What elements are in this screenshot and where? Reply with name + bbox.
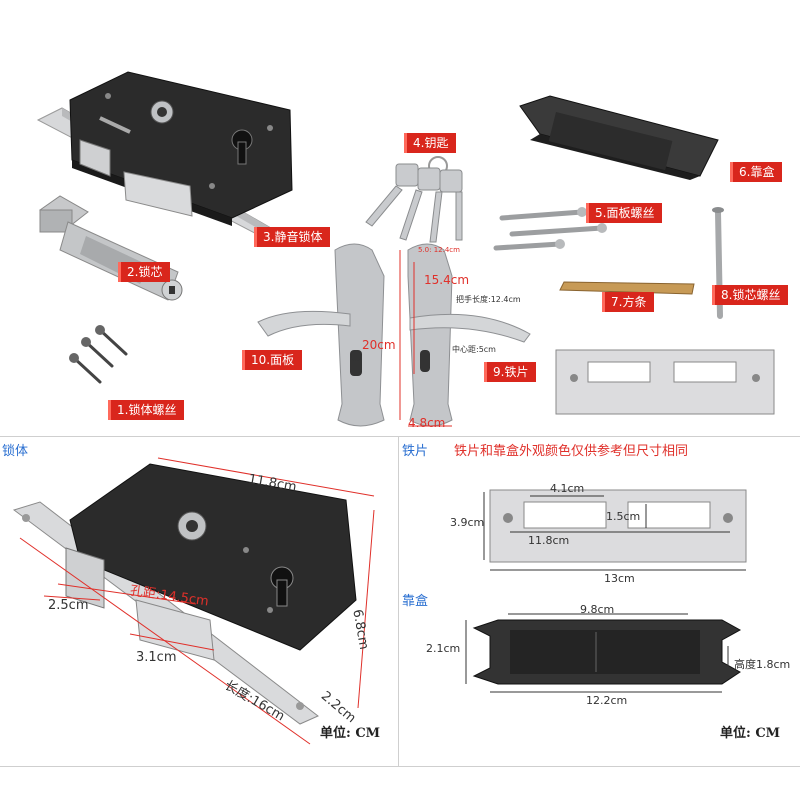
note-text: 铁片和靠盒外观颜色仅供参考但尺寸相同 <box>454 444 689 459</box>
box-h21: 2.1cm <box>426 642 461 655</box>
tag-box: 6.靠盒 <box>730 162 783 182</box>
box-w122: 12.2cm <box>586 694 628 707</box>
horizontal-divider <box>0 436 800 437</box>
box-w98: 9.8cm <box>580 603 615 616</box>
unit-left: 单位: CM <box>320 726 381 741</box>
tag-panel: 10.面板 <box>242 350 303 370</box>
bottom-divider <box>0 766 800 767</box>
box-depth: 高度1.8cm <box>734 658 791 671</box>
tag-key: 4.钥匙 <box>404 133 457 153</box>
panel-small-dim: 5.0: 12.4cm <box>418 246 460 254</box>
tag-lock-screw: 1.锁体螺丝 <box>108 400 185 420</box>
tag-cylinder: 2.锁芯 <box>118 262 171 282</box>
tag-silent-body: 3.静音锁体 <box>254 227 331 247</box>
tag-square-bar: 7.方条 <box>602 292 655 312</box>
strike-h15: 1.5cm <box>606 510 641 523</box>
unit-right: 单位: CM <box>720 726 781 741</box>
panel-width-dim: 4.8cm <box>408 416 446 430</box>
tag-core-screw: 8.锁芯螺丝 <box>712 285 789 305</box>
lock-d25-dim: 2.5cm <box>48 598 89 613</box>
tag-panel-screw: 5.面板螺丝 <box>586 203 663 223</box>
tag-strike: 9.铁片 <box>484 362 537 382</box>
vertical-divider <box>398 436 399 766</box>
strike-w118: 11.8cm <box>528 534 570 547</box>
section-lock-body: 锁体 <box>2 444 29 459</box>
strike-w41: 4.1cm <box>550 482 585 495</box>
panel-center: 中心距:5cm <box>452 345 496 354</box>
section-strike: 铁片 <box>402 444 429 459</box>
lock-d31-dim: 3.1cm <box>136 650 177 665</box>
panel-handle-length: 把手长度:12.4cm <box>456 295 521 304</box>
strike-w13: 13cm <box>604 572 635 585</box>
panel-handle-pos-dim: 15.4cm <box>424 273 470 287</box>
section-box: 靠盒 <box>402 594 429 609</box>
panel-height-dim: 20cm <box>362 338 396 352</box>
strike-h39: 3.9cm <box>450 516 485 529</box>
